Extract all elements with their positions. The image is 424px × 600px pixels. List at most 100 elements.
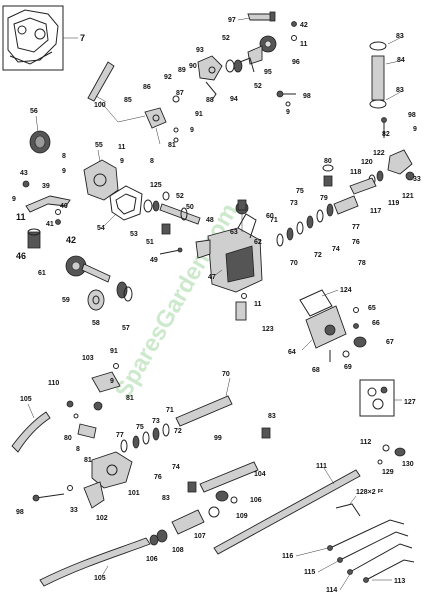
label-104: 104 [254,471,266,478]
label-70: 70 [222,371,230,378]
part-80-nut [322,164,334,187]
label-49: 49 [150,257,158,264]
label-114: 114 [326,587,337,594]
label-41: 41 [46,221,54,228]
label-81: 81 [126,395,134,402]
label-101: 101 [128,490,140,497]
part-53-shaft [143,191,201,225]
label-63: 63 [230,229,238,236]
label-59: 59 [62,297,70,304]
part-39-bracket [22,180,71,225]
part-57-60-bearings [87,281,133,311]
part-56-pulley [29,130,51,154]
label-9: 9 [110,378,114,385]
label-68: 68 [312,367,320,374]
label-39: 39 [42,183,50,190]
leader-lines [27,17,405,591]
label-111: 111 [316,463,327,470]
part-64-plate [305,305,347,349]
part-42-11-small [291,21,297,41]
label-127: 127 [404,399,416,406]
part-71-77-seals-lower [120,423,170,453]
part-65-69-small [329,307,367,362]
label-62: 62 [254,239,262,246]
part-102-bracket [83,481,105,509]
label-83: 83 [162,495,170,502]
label-64: 64 [288,349,296,356]
label-70: 70 [290,260,298,267]
label-11: 11 [118,144,126,151]
label-69: 69 [344,364,352,371]
label-98: 98 [303,93,311,100]
label-79: 79 [320,195,328,202]
part-98-screw [276,90,296,107]
label-96: 96 [292,59,300,66]
label-61: 61 [38,270,46,277]
part-81-82-small [173,117,387,143]
label-52: 52 [254,83,262,90]
label-125: 125 [150,182,162,189]
label-122: 122 [373,150,385,157]
engine-overview-inset [2,5,78,71]
part-103-fitting [91,363,121,411]
part-127-seal-kit-inset [359,379,402,417]
label-103: 103 [82,355,94,362]
label-71: 71 [270,217,278,224]
label-42: 42 [66,235,76,245]
label-102: 102 [96,515,108,522]
part-90-94-assembly [197,55,243,101]
label-113: 113 [394,578,405,585]
label-85: 85 [124,97,132,104]
label-9: 9 [413,126,417,133]
label-11: 11 [254,301,262,308]
label-42: 42 [300,22,308,29]
label-51: 51 [146,239,154,246]
label-82: 82 [382,131,390,138]
label-87: 87 [176,90,184,97]
label-110: 110 [48,380,59,387]
label-98: 98 [16,509,24,516]
label-9: 9 [120,158,124,165]
label-107: 107 [194,533,206,540]
part-101-housing [91,451,133,489]
label-97: 97 [228,17,236,24]
label-128-count: 128×2 [356,489,376,496]
part-85-cluster [99,95,180,129]
label-72: 72 [174,428,182,435]
label-92: 92 [164,74,172,81]
part-97-screw [247,11,276,22]
part-46-cap [27,228,41,249]
label-106: 106 [250,497,262,504]
label-66: 66 [372,320,380,327]
label-52: 52 [222,35,230,42]
label-58: 58 [92,320,100,327]
label-124: 124 [340,287,352,294]
label-90: 90 [189,63,197,70]
part-99-pipe [175,395,233,427]
part-113-116-injector-pipes [327,503,415,583]
label-33: 33 [70,507,78,514]
part-54-gasket [109,185,143,221]
label-74: 74 [332,246,340,253]
part-112-130-connectors [377,444,406,465]
label-83: 83 [268,413,276,420]
label-93: 93 [196,47,204,54]
part-106-109-fittings [187,481,238,518]
label-91: 91 [110,348,118,355]
label-73: 73 [152,418,160,425]
label-115: 115 [304,569,315,576]
label-95: 95 [264,69,272,76]
part-70-78-seals [276,195,359,247]
label-60: 60 [266,213,274,220]
label-77: 77 [116,432,124,439]
label-40: 40 [60,203,68,210]
part-50-51 [161,207,188,235]
label-80: 80 [324,158,332,165]
label-105: 105 [94,575,106,582]
label-73: 73 [290,200,298,207]
label-48: 48 [206,217,214,224]
label-121: 121 [402,193,414,200]
label-81: 81 [84,457,92,464]
label-9: 9 [62,168,66,175]
part-110-small [66,400,79,419]
